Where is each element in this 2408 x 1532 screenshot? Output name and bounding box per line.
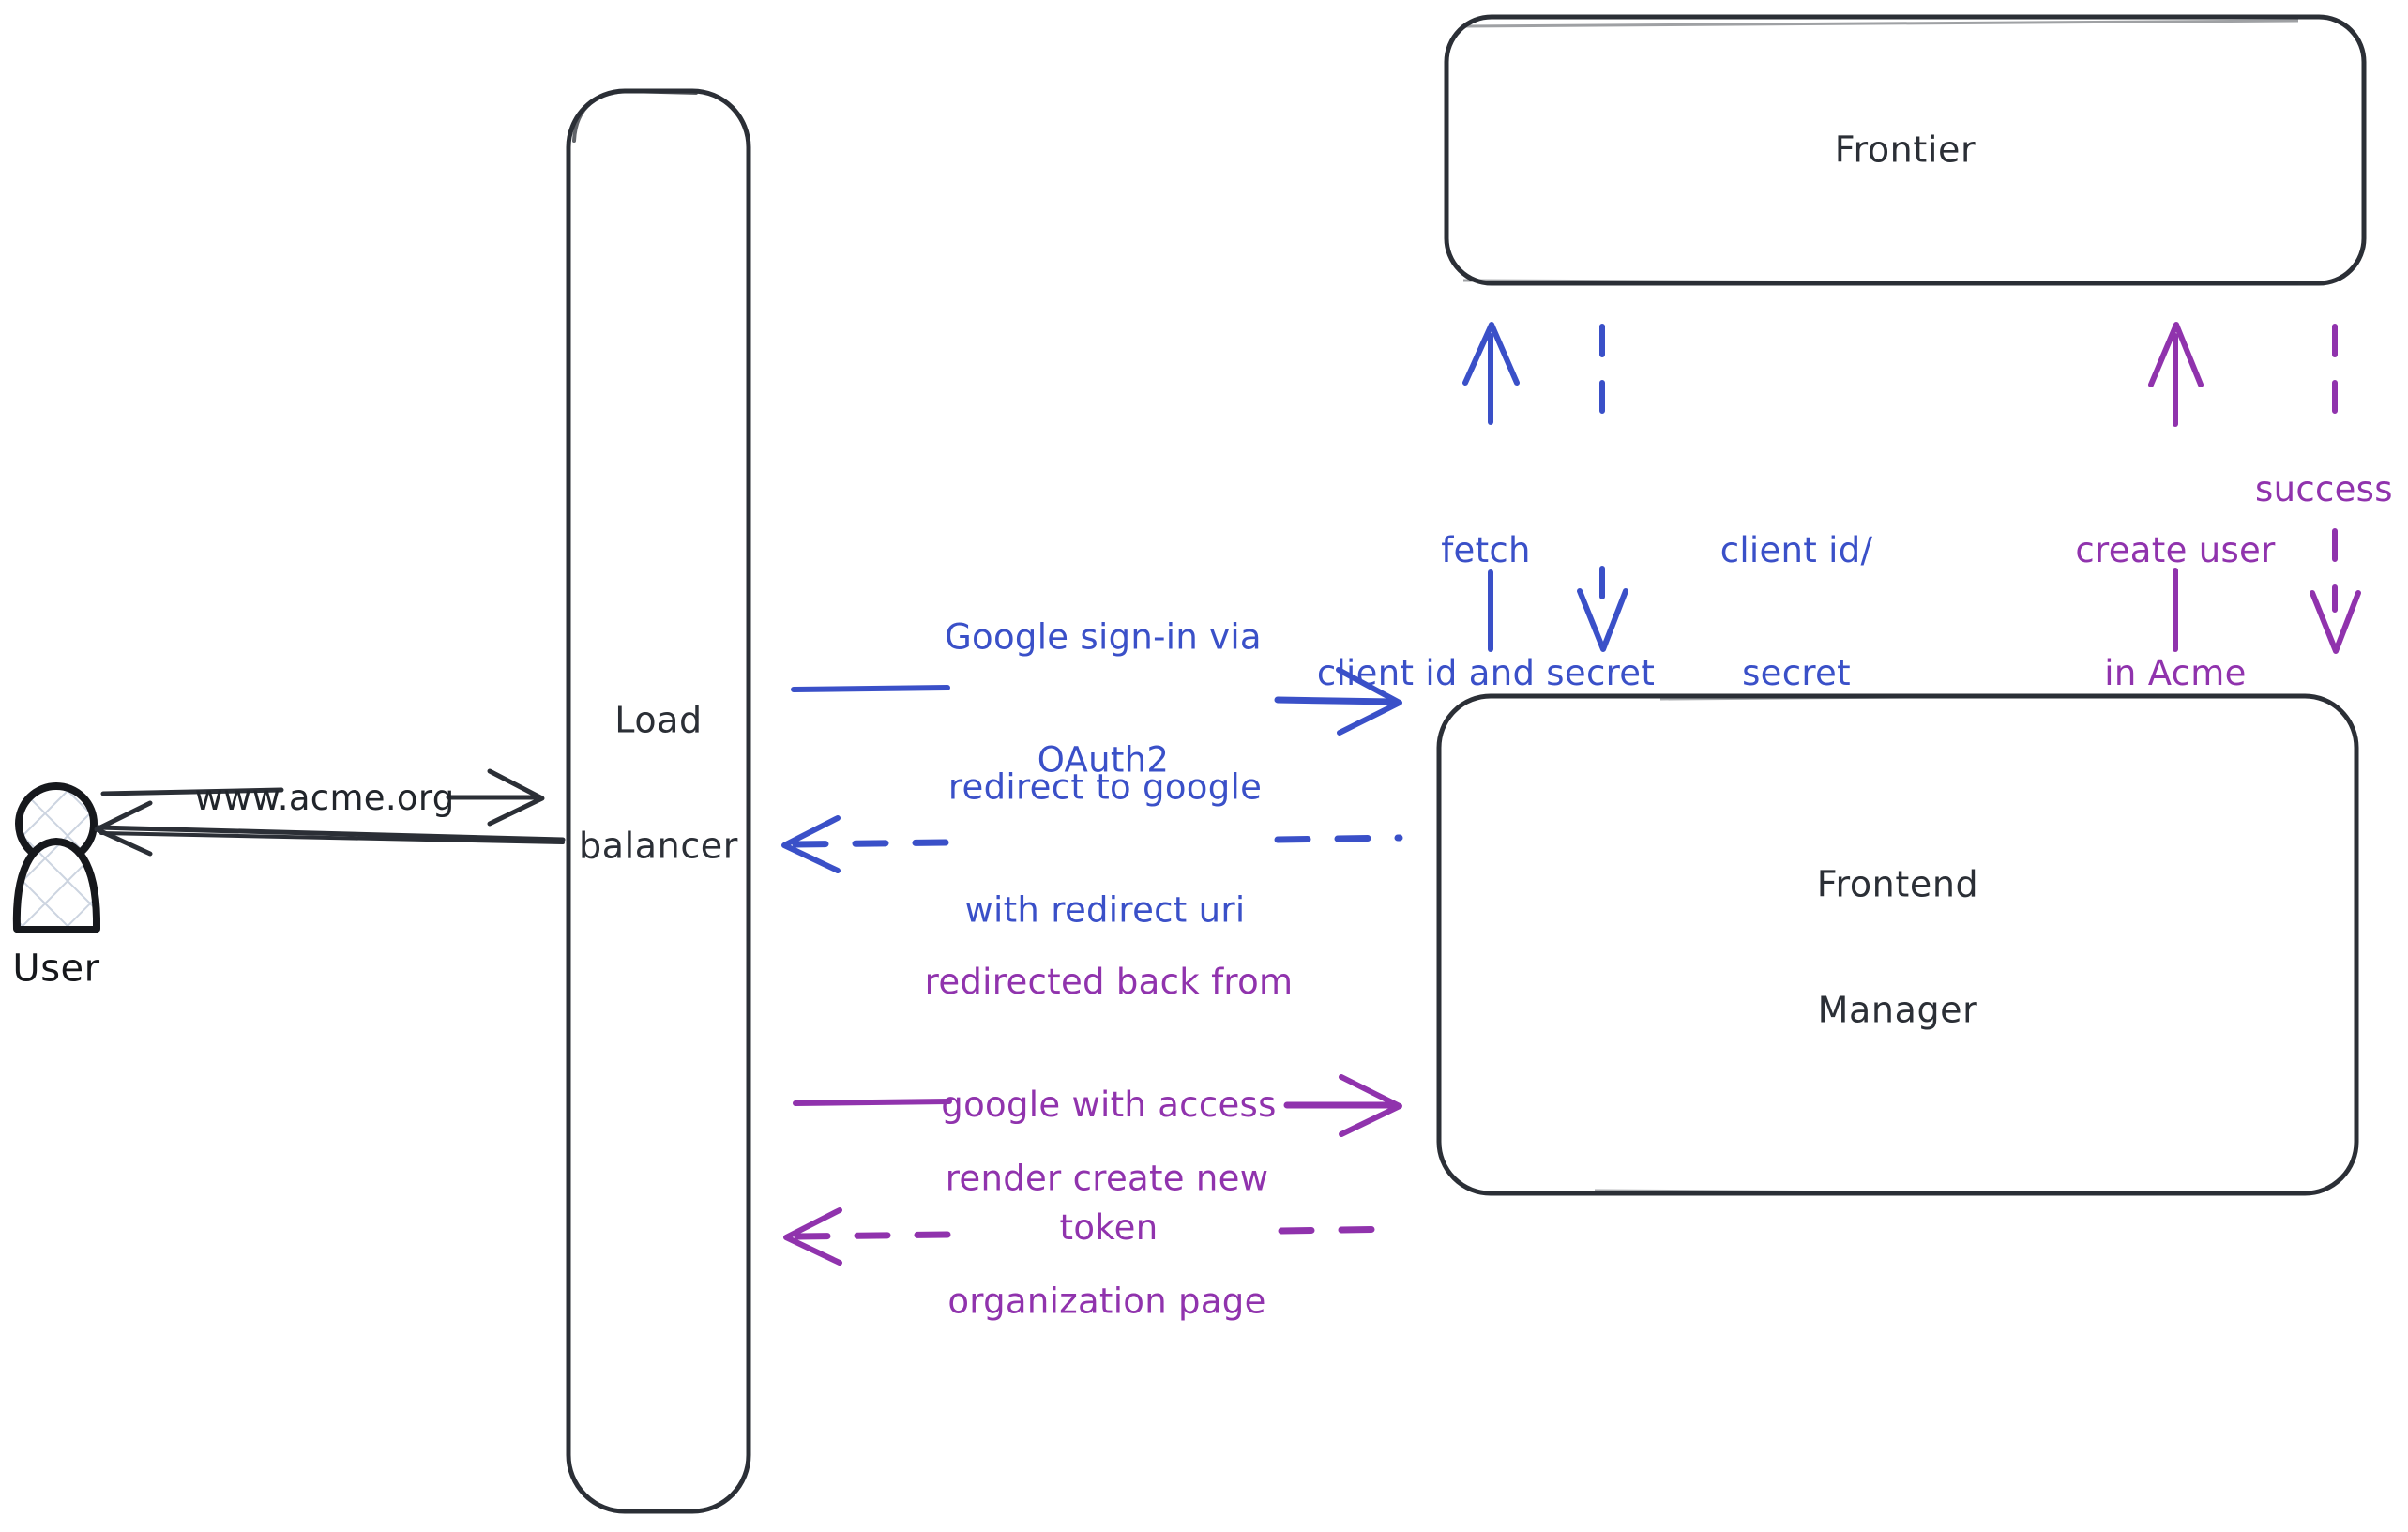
edge-user-to-lb: [100, 768, 545, 827]
edge-lb-to-fm-token: [793, 1074, 1402, 1137]
edge-frontier-to-fm-success: [2310, 324, 2361, 654]
user-person-icon: [12, 782, 101, 933]
edge-frontier-to-fm-credentials: [1577, 324, 1628, 652]
edge-fm-to-frontier-create-user: [2148, 322, 2204, 652]
node-frontend-manager[interactable]: [1436, 693, 2359, 1196]
node-load-balancer[interactable]: [566, 88, 751, 1514]
edge-fm-to-frontier-fetch: [1462, 322, 1520, 652]
edge-lb-to-fm-signin: [791, 667, 1402, 736]
edge-fm-to-lb-render: [783, 1207, 1403, 1266]
edge-lb-to-user: [94, 800, 566, 857]
edge-fm-to-lb-redirect: [781, 815, 1403, 873]
node-frontier[interactable]: [1444, 14, 2367, 286]
